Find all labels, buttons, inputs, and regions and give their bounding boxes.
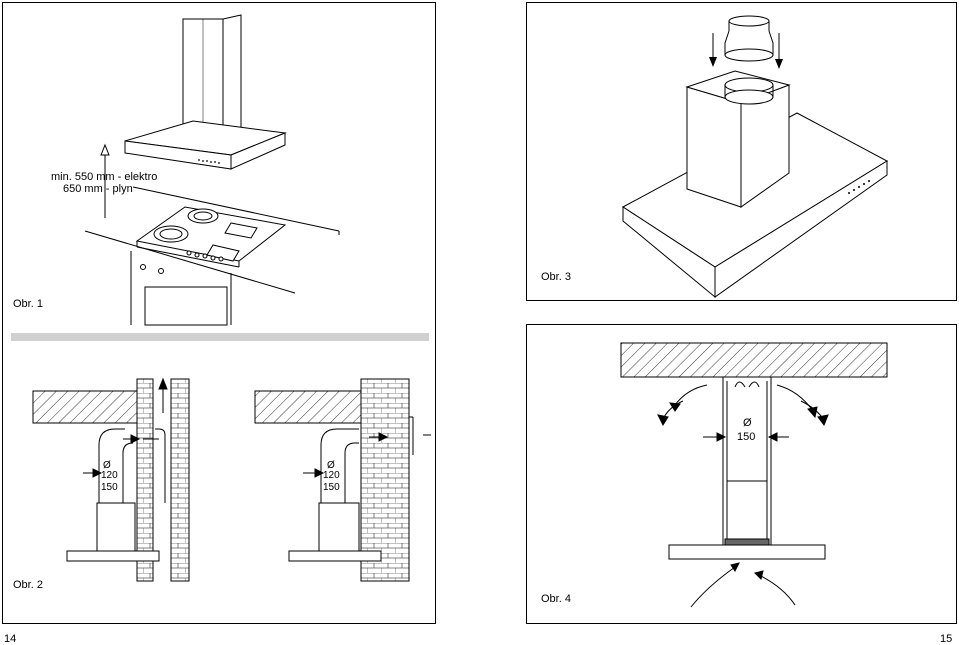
clearance-note-gas: 650 mm - plyn	[63, 183, 133, 195]
figure-label-4: Obr. 4	[541, 593, 571, 605]
recirculation-hood-drawing	[620, 342, 888, 608]
chimney-hood	[124, 14, 287, 170]
figure-label-1: Obr. 1	[13, 298, 43, 310]
figure-panel-bottom-right: Ø 150 Obr. 4	[526, 324, 957, 624]
diameter-symbol-left: Ø	[103, 460, 111, 471]
diameter-symbol: Ø	[743, 417, 752, 429]
duct-size-left-b: 150	[101, 482, 118, 493]
duct-size-right-b: 150	[323, 482, 340, 493]
duct-size-left-a: 120	[101, 470, 118, 481]
divider	[11, 333, 429, 341]
cooker-hood-installation-drawing	[11, 14, 431, 582]
diameter-symbol-right: Ø	[327, 460, 335, 471]
duct-size-right-a: 120	[323, 470, 340, 481]
figure-label-2: Obr. 2	[13, 579, 43, 591]
page-number-right: 15	[940, 633, 953, 645]
figure-panel-top-right: Obr. 3	[526, 2, 957, 301]
page-number-left: 14	[4, 633, 17, 645]
duct-size: 150	[737, 431, 756, 443]
wall-duct-scenario-right	[254, 378, 431, 582]
hood-control-dots	[848, 180, 870, 194]
island-hood-perspective	[622, 15, 889, 299]
figure-panel-left: min. 550 mm - elektro 650 mm - plyn Obr.…	[2, 2, 436, 624]
hood-control-dots	[198, 159, 220, 164]
clearance-note-electric: min. 550 mm - elektro	[51, 171, 158, 183]
worktop-with-cooktop	[84, 186, 340, 326]
wall-duct-scenario-left	[32, 377, 190, 582]
figure-label-3: Obr. 3	[541, 271, 571, 283]
